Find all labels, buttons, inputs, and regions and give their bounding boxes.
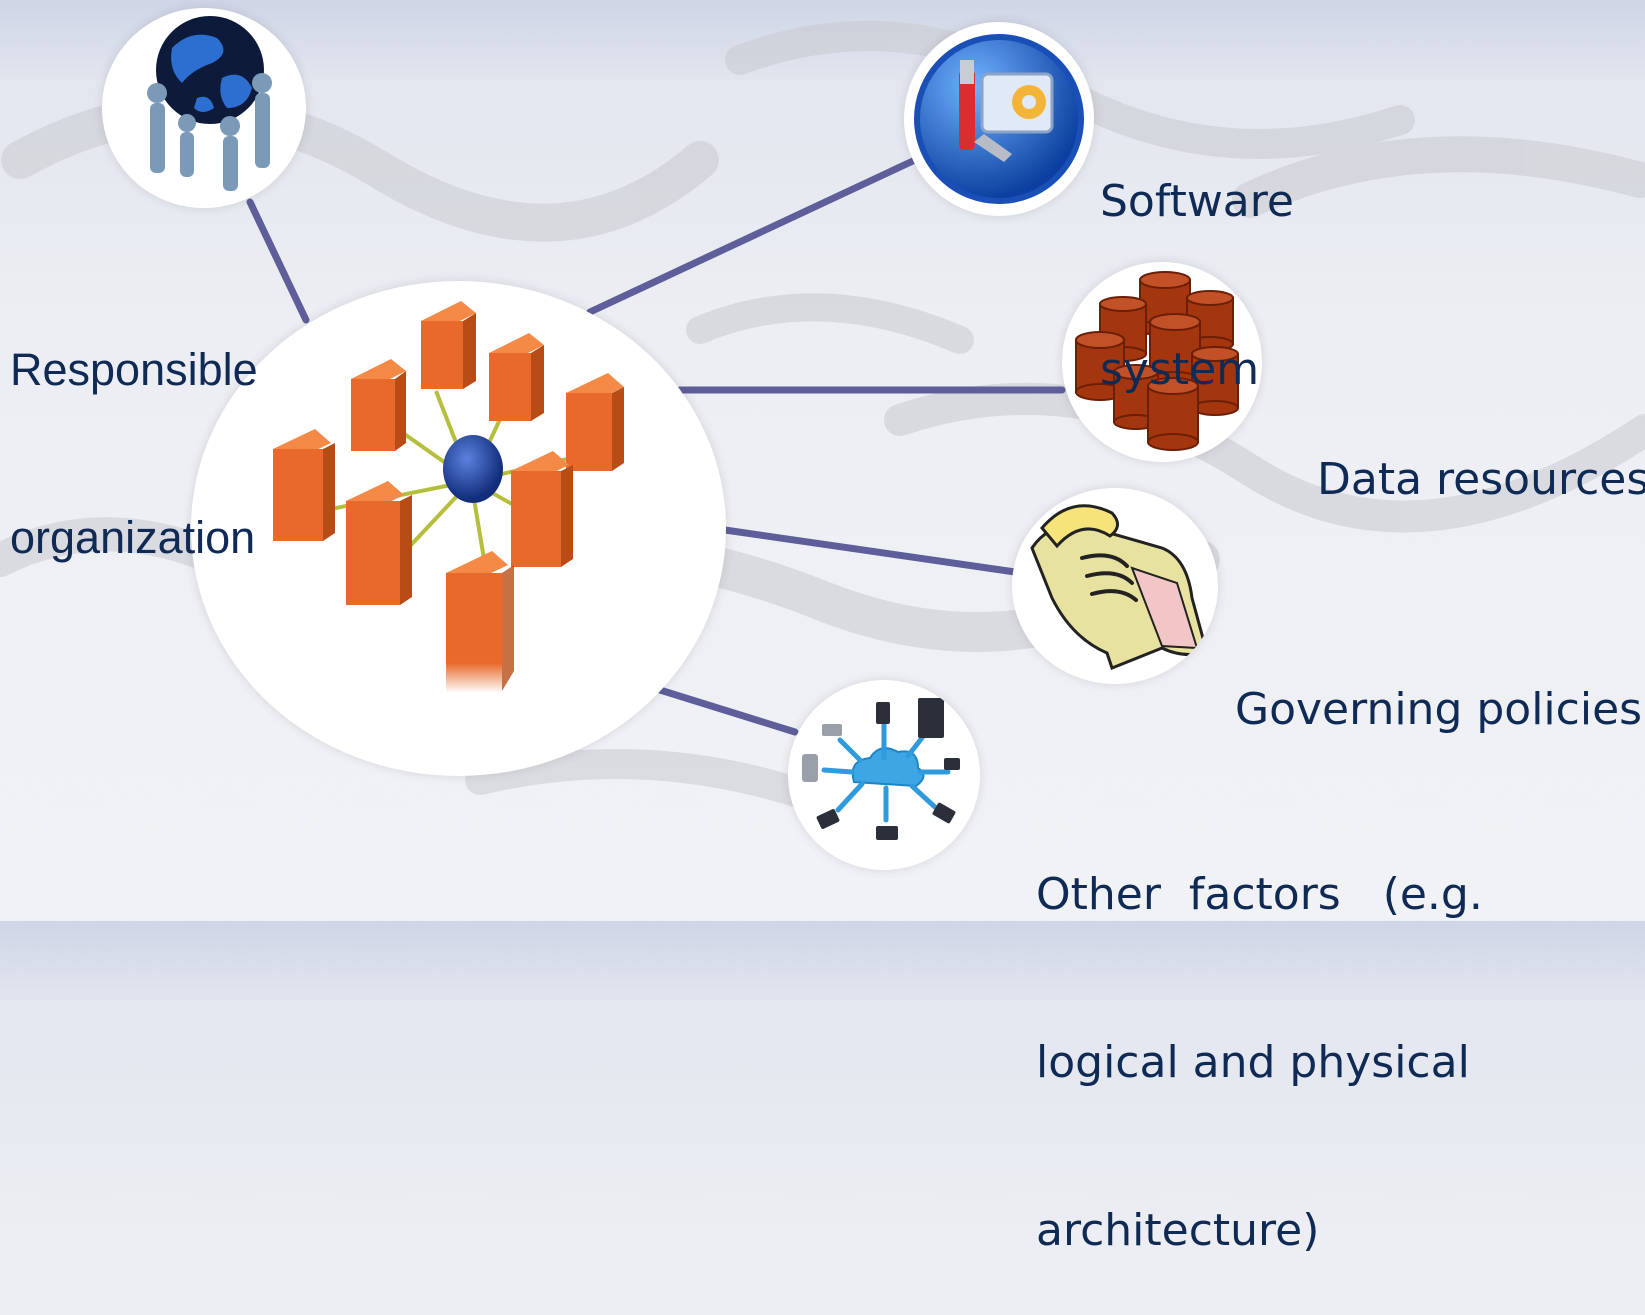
data-resources-node [1062, 262, 1262, 462]
software-system-label: Software system [1100, 62, 1294, 454]
connector-other [656, 686, 799, 736]
label-line: Data resources [1317, 454, 1645, 505]
network-hub-icon [273, 301, 624, 693]
label-line: system [1100, 344, 1260, 395]
label-line: Governing policies [1235, 684, 1643, 735]
label-line: Responsible [10, 344, 258, 395]
connector-responsible [246, 198, 310, 324]
software-tools-icon [914, 34, 1084, 204]
label-line: Other factors (e.g. [1036, 869, 1483, 920]
scroll-document-icon [1030, 504, 1209, 670]
connector-software [586, 156, 919, 316]
responsible-organization-node [102, 8, 306, 208]
connector-policies [721, 526, 1019, 576]
label-line: Software [1100, 176, 1294, 227]
globe-people-icon [147, 16, 272, 191]
governing-policies-label: Governing policies [1235, 570, 1642, 794]
other-factors-label: Other factors (e.g. logical and physical… [1036, 755, 1483, 1315]
label-line: organization [10, 512, 256, 563]
software-system-node [904, 22, 1094, 216]
cloud-network-icon [802, 698, 960, 840]
data-resources-label: Data resources [1317, 340, 1645, 564]
governing-policies-node [1012, 488, 1218, 684]
label-line: architecture) [1036, 1205, 1320, 1256]
responsible-organization-label: Responsible organization [10, 230, 258, 622]
other-factors-node [788, 680, 980, 870]
center-network-node [191, 281, 726, 776]
label-line: logical and physical [1036, 1037, 1470, 1088]
connector-lines [246, 156, 1066, 736]
database-cylinders-icon [1075, 271, 1239, 451]
